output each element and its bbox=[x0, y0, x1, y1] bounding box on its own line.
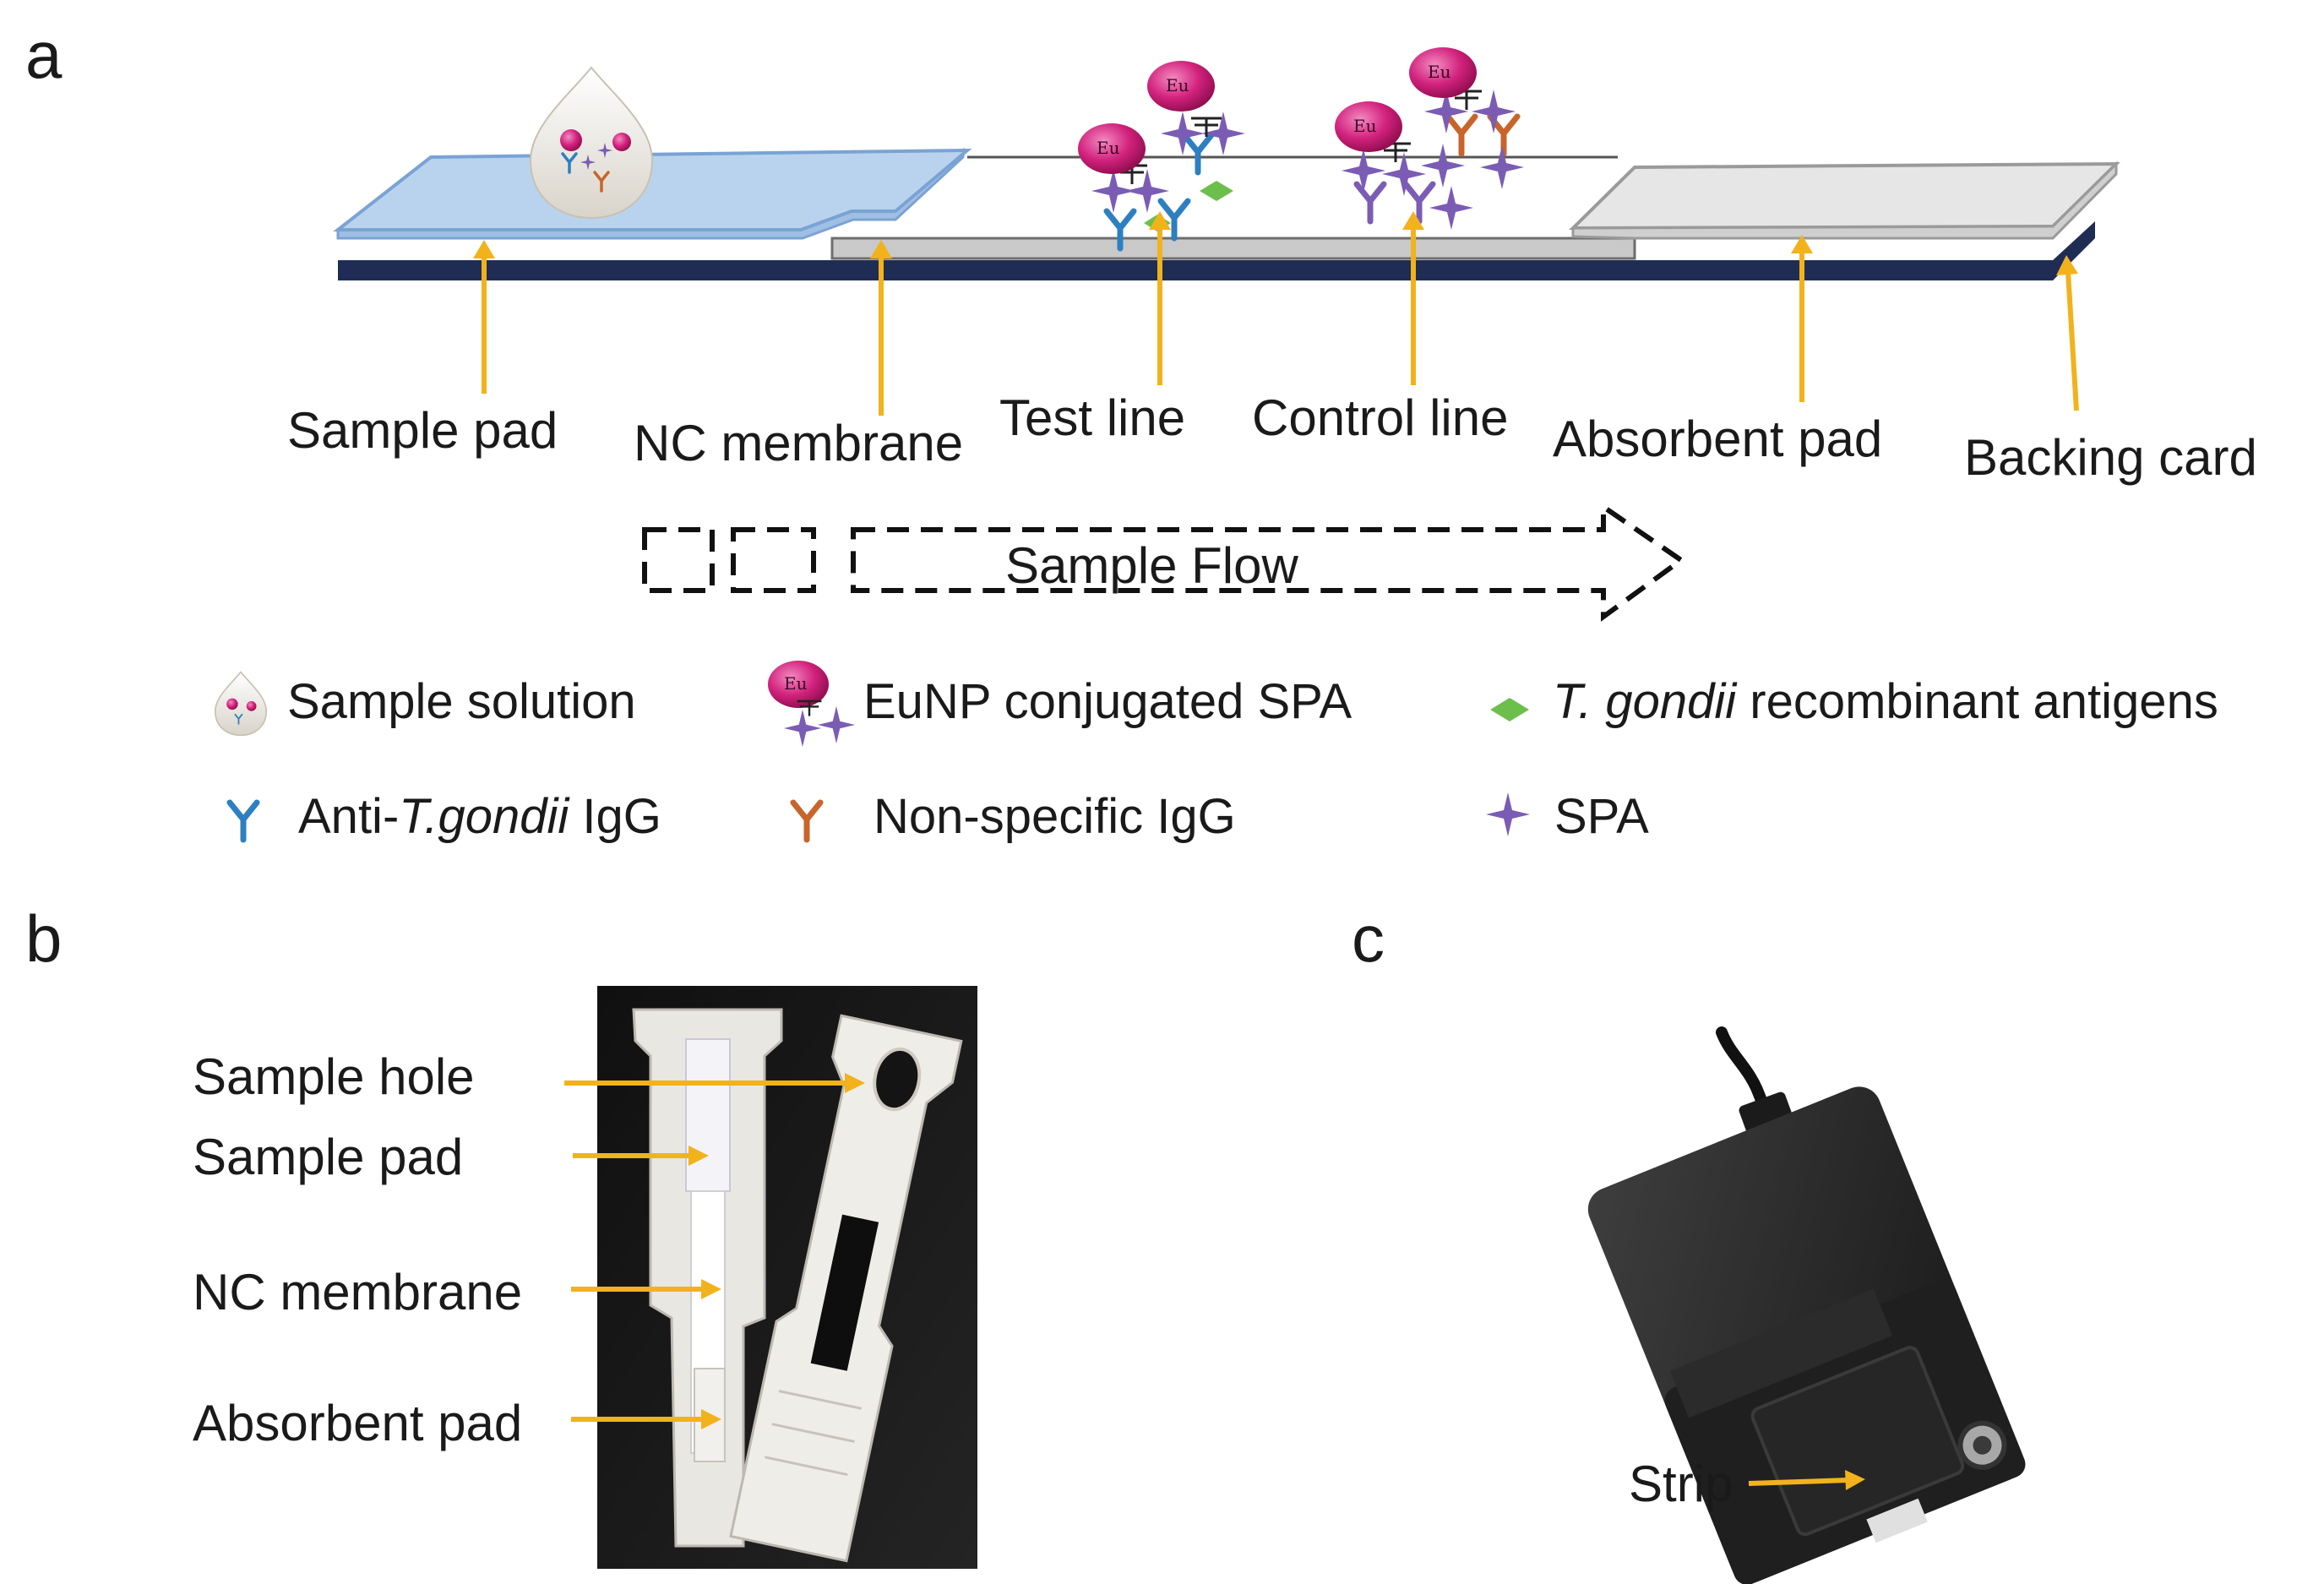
legend-eunp-icon: Eu bbox=[768, 661, 856, 748]
sample-flow-arrow bbox=[642, 502, 1686, 622]
legend-antigen-italic: T. gondii bbox=[1553, 674, 1738, 729]
legend-spa-icon bbox=[1486, 792, 1530, 836]
absorbent-pad-side bbox=[1571, 161, 2118, 240]
label-backing-card: Backing card bbox=[1964, 429, 2257, 486]
photo-reader-device: Strip bbox=[1587, 1026, 2026, 1584]
legend-spa: SPA bbox=[1554, 789, 1649, 844]
label-control-line: Control line bbox=[1252, 389, 1509, 446]
label-nc-membrane: NC membrane bbox=[634, 415, 963, 471]
legend-anti-prefix: Anti- bbox=[298, 789, 399, 844]
control-line-cluster: Eu Eu bbox=[1335, 47, 1524, 230]
legend-antigen-rest: recombinant antigens bbox=[1736, 674, 2218, 729]
label-b-sample-hole: Sample hole bbox=[193, 1048, 475, 1105]
label-b-nc-membrane: NC membrane bbox=[193, 1264, 522, 1320]
legend-sample-solution-icon bbox=[214, 671, 268, 737]
panel-label-a: a bbox=[25, 18, 63, 92]
eu-label-legend: Eu bbox=[784, 673, 808, 694]
label-b-sample-pad: Sample pad bbox=[193, 1129, 463, 1185]
legend-eunp: EuNP conjugated SPA bbox=[863, 674, 1352, 729]
label-c-strip: Strip bbox=[1629, 1456, 1733, 1512]
legend-anti-igg: Anti-T.gondii IgG bbox=[298, 789, 661, 844]
label-test-line: Test line bbox=[999, 389, 1185, 446]
panel-label-b: b bbox=[25, 901, 62, 976]
legend-nonspecific-icon bbox=[793, 803, 820, 840]
pointer-arrows bbox=[473, 211, 2079, 416]
sample-droplet bbox=[529, 66, 654, 220]
legend-anti-igg-icon bbox=[230, 803, 257, 840]
lateral-flow-strip: Eu Eu Eu Eu bbox=[287, 47, 2257, 486]
label-sample-flow: Sample Flow bbox=[1005, 537, 1298, 594]
nc-membrane bbox=[830, 237, 1636, 260]
legend: Sample solution Eu EuNP conjugated SPA T… bbox=[214, 661, 2218, 844]
eu-label-4: Eu bbox=[1428, 62, 1451, 82]
panel-label-c: c bbox=[1352, 901, 1385, 976]
legend-sample-solution: Sample solution bbox=[287, 674, 636, 729]
sample-pad-top bbox=[333, 148, 972, 231]
backing-card bbox=[338, 221, 2095, 280]
eu-label-3: Eu bbox=[1353, 116, 1377, 136]
legend-anti-italic: T.gondii bbox=[399, 789, 570, 844]
label-absorbent-pad: Absorbent pad bbox=[1553, 411, 1882, 467]
eu-label-2: Eu bbox=[1166, 75, 1189, 95]
test-line-cluster: Eu Eu bbox=[1078, 61, 1245, 248]
label-sample-pad: Sample pad bbox=[287, 402, 558, 459]
legend-nonspecific: Non-specific IgG bbox=[874, 789, 1236, 844]
legend-anti-suffix: IgG bbox=[569, 789, 661, 844]
absorbent-pad-top bbox=[1569, 161, 2120, 231]
legend-antigen-icon bbox=[1490, 698, 1529, 721]
eu-label-1: Eu bbox=[1097, 138, 1120, 158]
device-cable bbox=[1716, 1026, 1773, 1121]
photo-cassette: Sample hole Sample pad NC membrane Absor… bbox=[193, 986, 977, 1569]
legend-antigen: T. gondii recombinant antigens bbox=[1553, 674, 2218, 729]
label-b-absorbent-pad: Absorbent pad bbox=[193, 1395, 522, 1451]
